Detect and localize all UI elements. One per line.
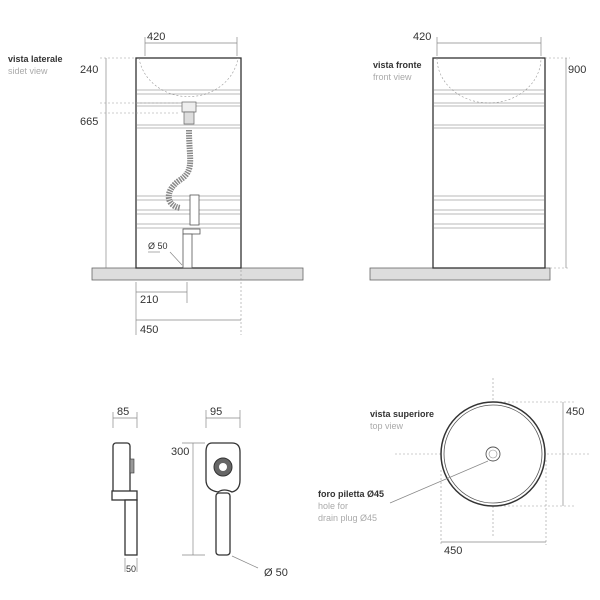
trap-side-pipe — [124, 499, 138, 556]
dim-drain-offset: 210 — [140, 294, 158, 306]
dim-top-depth: 450 — [566, 406, 584, 418]
drain-hole — [485, 446, 501, 462]
basin-bowl — [138, 57, 239, 97]
dim-bowl-depth: 240 — [80, 64, 98, 76]
drain-label: foro piletta Ø45 — [318, 489, 384, 499]
trap-side-body — [112, 442, 131, 494]
drain-pipe — [165, 101, 201, 269]
pipe-diameter-label: Ø 50 — [148, 241, 168, 251]
top-view-subtitle: top view — [370, 421, 404, 431]
trap-detail: 85 50 95 300 Ø 50 — [111, 406, 288, 579]
dim-top-width: 420 — [147, 31, 165, 43]
floor-slab — [369, 267, 551, 281]
dim-base-width: 450 — [140, 324, 158, 336]
side-view: vista laterale sidet view 420 240 665 — [8, 31, 304, 336]
dim-height: 900 — [568, 64, 586, 76]
dim-front-width: 95 — [210, 406, 222, 418]
drain-label-en-1: hole for — [318, 501, 348, 511]
barrel-ribs — [136, 89, 241, 229]
dim-top-width: 420 — [413, 31, 431, 43]
floor-slab — [91, 267, 304, 281]
front-view-subtitle: front view — [373, 72, 412, 82]
side-view-title: vista laterale — [8, 54, 63, 64]
front-view: vista fronte front view 420 900 — [369, 31, 586, 281]
dim-pipe-width: 50 — [126, 564, 136, 574]
dim-trap-height: 300 — [171, 446, 189, 458]
dim-drain-height: 665 — [80, 116, 98, 128]
barrel-body — [432, 57, 546, 269]
dim-top-width: 450 — [444, 545, 462, 557]
barrel-ribs — [433, 89, 545, 229]
side-view-subtitle: sidet view — [8, 66, 48, 76]
dim-side-depth: 85 — [117, 406, 129, 418]
top-view-title: vista superiore — [370, 409, 434, 419]
top-view: vista superiore top view foro piletta Ø4… — [318, 378, 590, 557]
drain-label-en-2: drain plug Ø45 — [318, 513, 377, 523]
trap-pipe-diameter: Ø 50 — [264, 567, 288, 579]
trap-front-pipe — [215, 492, 231, 556]
front-view-title: vista fronte — [373, 60, 422, 70]
